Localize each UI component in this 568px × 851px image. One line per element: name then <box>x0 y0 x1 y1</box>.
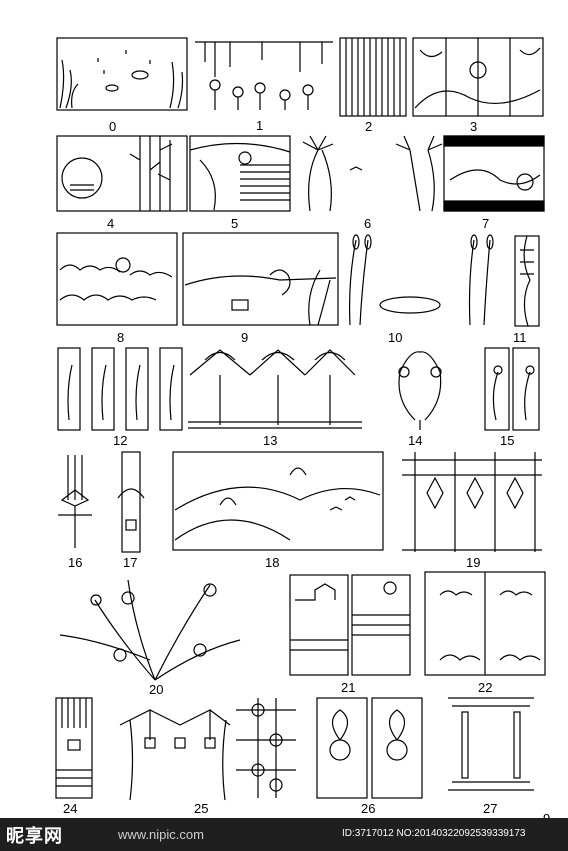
panel-0-aquarium-design <box>56 37 188 111</box>
watermark-logo: 昵享网 <box>6 826 63 847</box>
panel-20-flower-branches <box>59 579 241 681</box>
panel-8-clouds-moon <box>56 232 178 326</box>
label-18: 18 <box>265 555 280 570</box>
label-9: 9 <box>241 330 249 345</box>
panel-19-lattice-diamonds <box>402 452 542 552</box>
panel-7-banded-landscape <box>443 135 545 212</box>
label-20: 20 <box>149 682 164 697</box>
label-6: 6 <box>364 216 372 231</box>
panel-26-rose-panels <box>316 697 423 799</box>
panel-5-framed-landscape <box>189 135 291 212</box>
label-21: 21 <box>341 680 356 695</box>
panel-18-hills-landscape <box>172 451 384 551</box>
panel-11-vine-strip <box>514 235 540 327</box>
panel-9-lakeside <box>182 232 339 326</box>
label-19: 19 <box>466 555 481 570</box>
panel-1-hanging-flowers <box>195 41 333 110</box>
label-24: 24 <box>63 801 78 816</box>
label-27: 27 <box>483 801 498 816</box>
panel-27-pillared-frame <box>448 697 534 791</box>
panel-16-drop-ornament <box>58 455 92 548</box>
panel-3-four-panel-scene <box>412 37 544 117</box>
panel-24-striped-tile <box>55 697 93 799</box>
panel-25-chevron-stalks <box>119 709 231 801</box>
watermark-url: www.nipic.com <box>118 827 204 842</box>
panel-4-moon-bamboo <box>56 135 188 212</box>
panel-6-palm-trees <box>302 135 443 212</box>
panel-22-cloud-doors <box>424 571 546 676</box>
panel-15-flower-panels <box>484 347 540 431</box>
label-22: 22 <box>478 680 493 695</box>
panel-21-house-landscapes <box>289 574 411 676</box>
label-8: 8 <box>117 330 125 345</box>
watermark-id: ID:3717012 NO:20140322092539339173 <box>342 828 526 839</box>
label-26: 26 <box>361 801 376 816</box>
label-1: 1 <box>256 118 264 133</box>
label-11: 11 <box>513 330 527 345</box>
panel-2-vertical-slats <box>339 37 407 117</box>
panel-10-reeds-pond <box>349 234 494 326</box>
label-7: 7 <box>482 216 490 231</box>
panel-14-floral-wreath <box>398 351 442 430</box>
label-2: 2 <box>365 119 373 134</box>
label-4: 4 <box>107 216 115 231</box>
label-15: 15 <box>500 433 515 448</box>
label-17: 17 <box>123 555 138 570</box>
label-12: 12 <box>113 433 128 448</box>
label-13: 13 <box>263 433 278 448</box>
label-16: 16 <box>68 555 83 570</box>
panel-13-fan-motifs <box>188 349 362 429</box>
panel-17-lotus-column <box>117 451 145 553</box>
pattern-sheet <box>55 37 546 801</box>
label-25: 25 <box>194 801 209 816</box>
watermark-bar: 昵享网 www.nipic.com ID:3717012 NO:20140322… <box>0 818 568 851</box>
panel-12-four-plant-panels <box>57 347 183 431</box>
label-14: 14 <box>408 433 423 448</box>
panel-grid-circles <box>236 698 296 798</box>
label-5: 5 <box>231 216 239 231</box>
label-0: 0 <box>109 119 117 134</box>
label-10: 10 <box>388 330 403 345</box>
label-3: 3 <box>470 119 478 134</box>
